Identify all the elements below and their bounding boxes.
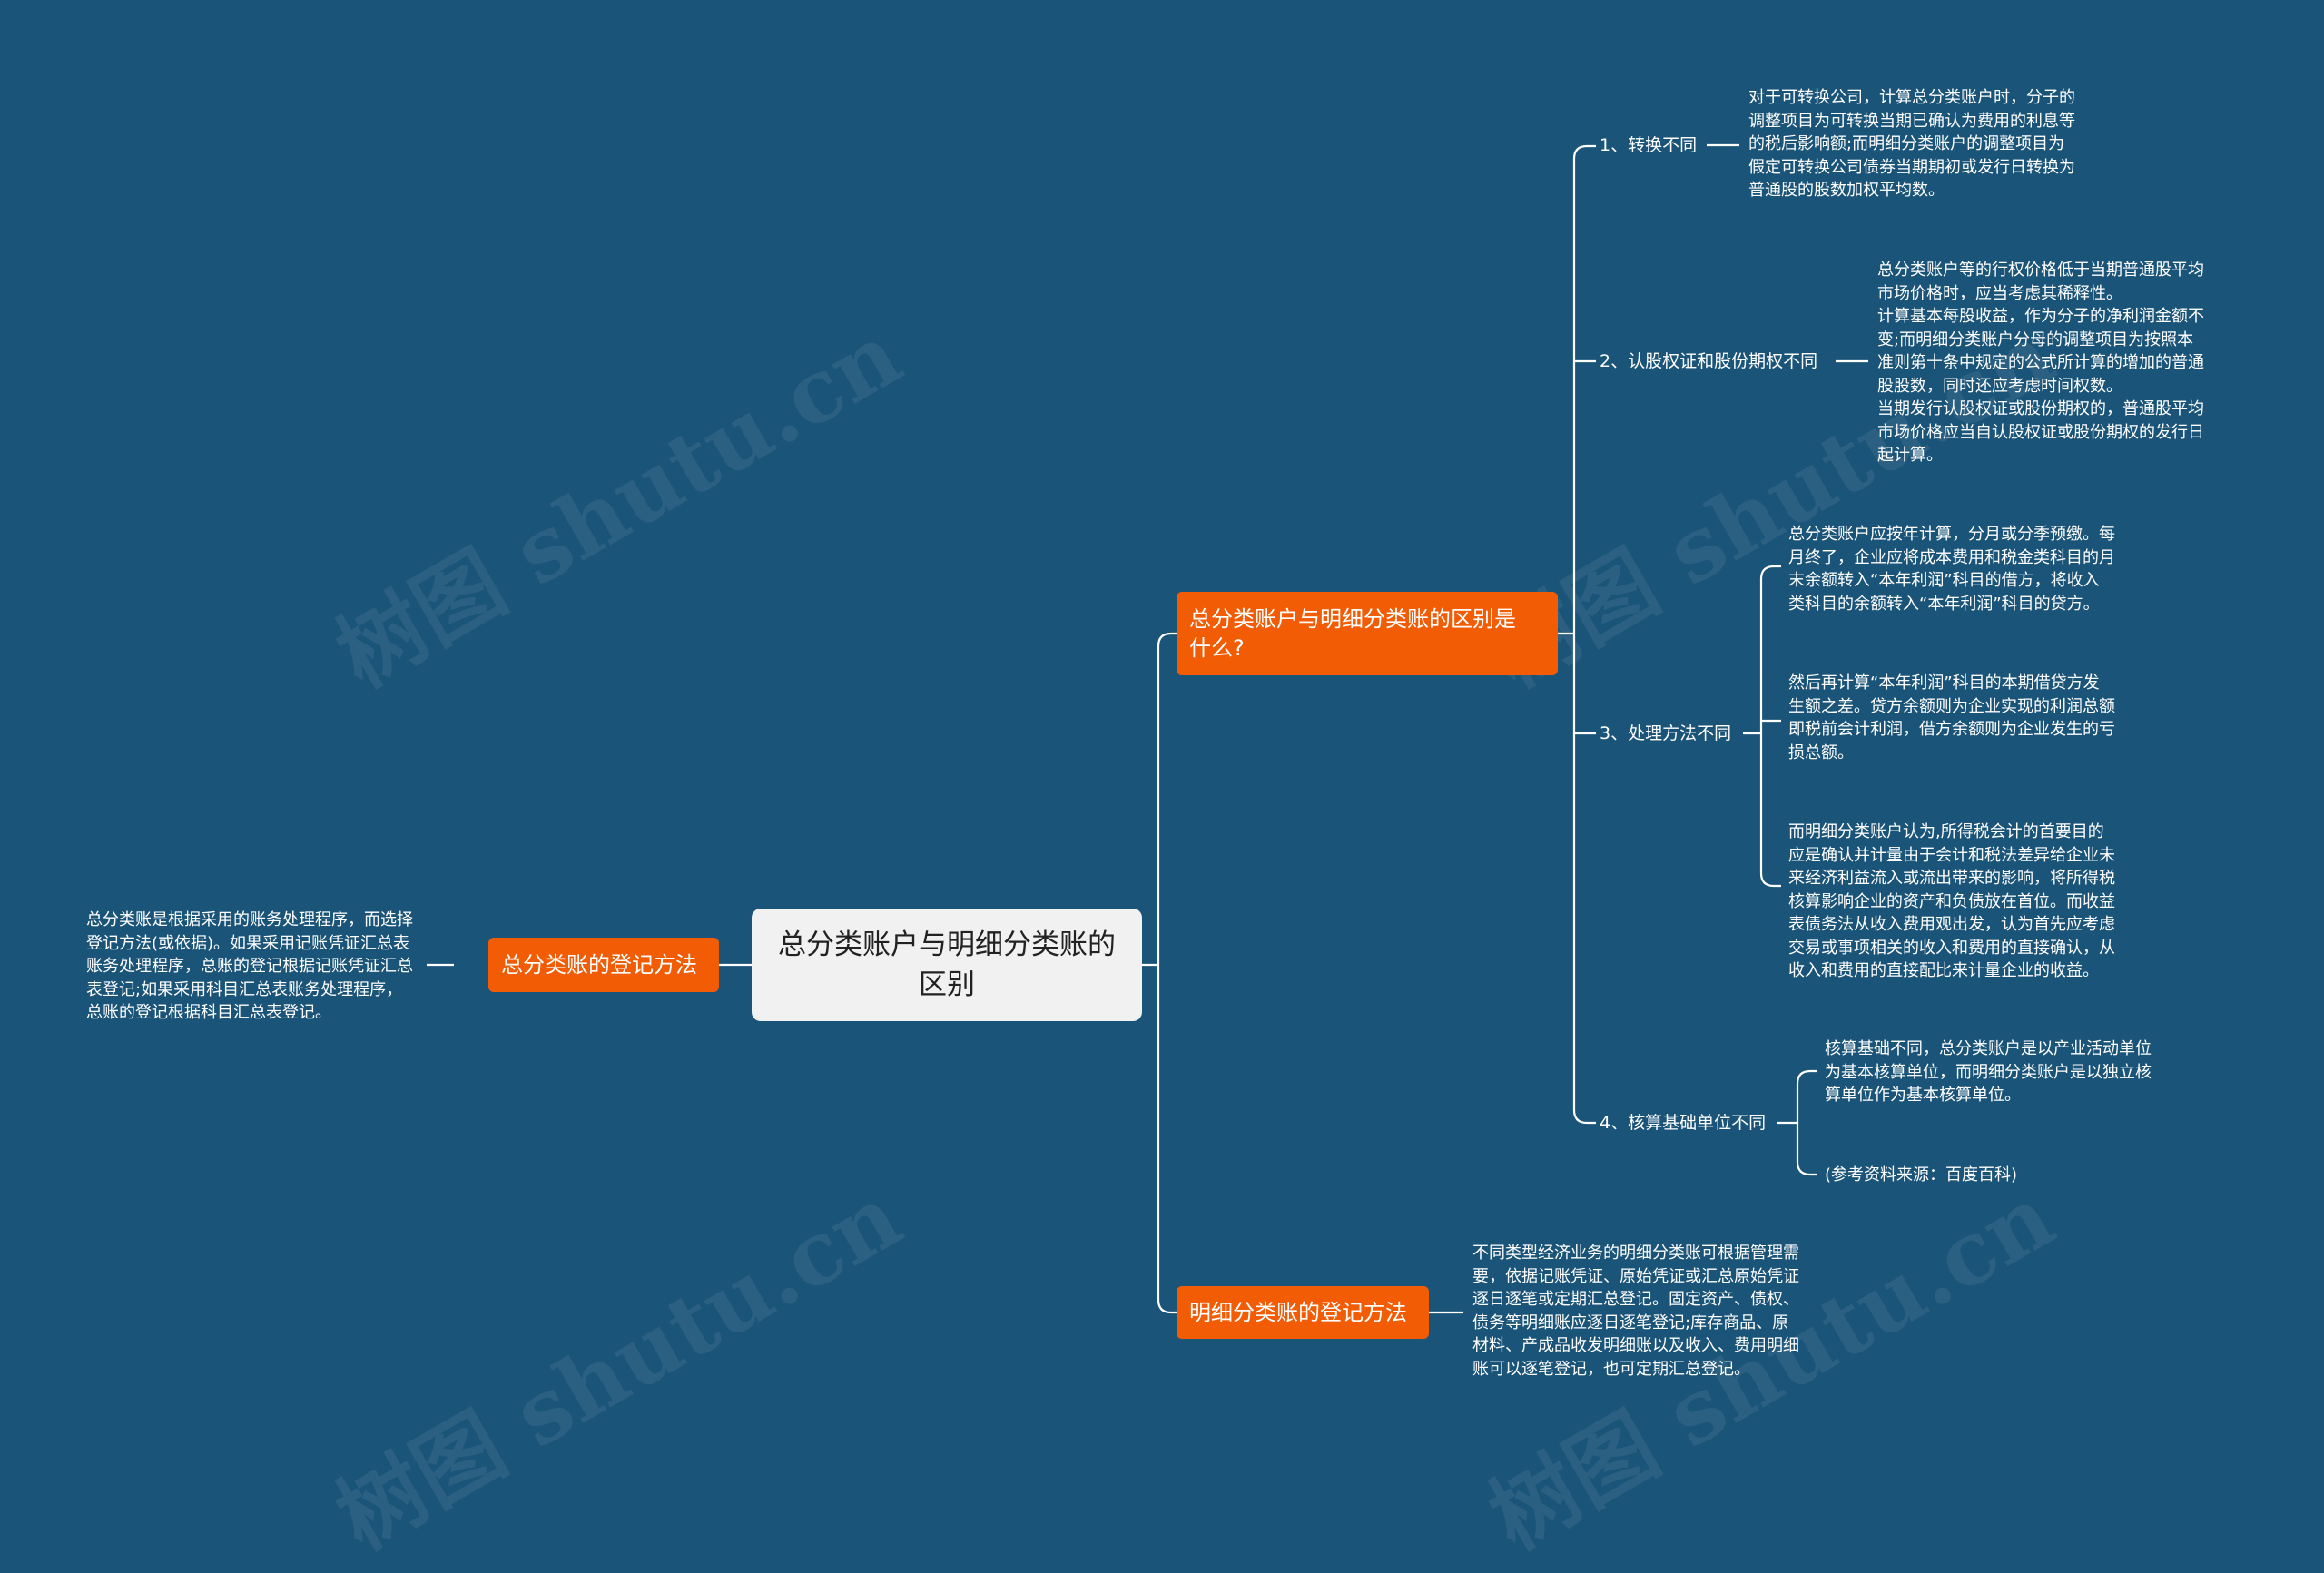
item1-text: 对于可转换公司，计算总分类账户时，分子的 调整项目为可转换当期已确认为费用的利息…: [1748, 88, 2075, 200]
branch-right-2-label: 明细分类账的登记方法: [1189, 1300, 1407, 1325]
item4-text-1: 核算基础不同，总分类账户是以产业活动单位 为基本核算单位，而明细分类账户是以独立…: [1825, 1039, 2152, 1105]
root-title: 总分类账户与明细分类账的区别: [778, 929, 1116, 1001]
item4-label[interactable]: 4、核算基础单位不同: [1600, 1113, 1767, 1133]
branch-right-1-label: 总分类账户与明细分类账的区别是 什么?: [1189, 606, 1516, 661]
root-node[interactable]: 总分类账户与明细分类账的区别: [752, 909, 1142, 1021]
item2-text: 总分类账户等的行权价格低于当期普通股平均 市场价格时，应当考虑其稀释性。 计算基…: [1877, 261, 2204, 465]
branch-right-1[interactable]: 总分类账户与明细分类账的区别是 什么?: [1177, 592, 1558, 675]
item1-label[interactable]: 1、转换不同: [1600, 135, 1698, 155]
item3-text-2: 然后再计算“本年利润”科目的本期借贷方发 生额之差。贷方余额则为企业实现的利润总…: [1788, 673, 2115, 762]
branch-left[interactable]: 总分类账的登记方法: [488, 938, 719, 992]
connector-item3-texts: [1743, 565, 1781, 888]
branch2-text: 不同类型经济业务的明细分类账可根据管理需 要，依据记账凭证、原始凭证或汇总原始凭…: [1472, 1244, 1799, 1379]
connector-branch1-children: [1572, 144, 1596, 1125]
connector-item4-texts: [1777, 1069, 1817, 1176]
item4-text-2: (参考资料来源：百度百科): [1825, 1165, 2018, 1185]
branch-left-label: 总分类账的登记方法: [501, 952, 697, 978]
branch-right-2[interactable]: 明细分类账的登记方法: [1177, 1286, 1429, 1339]
connector-lines: [427, 143, 1868, 1314]
item3-text-1: 总分类账户应按年计算，分月或分季预缴。每 月终了，企业应将成本费用和税金类科目的…: [1788, 525, 2115, 614]
item3-text-3: 而明细分类账户认为,所得税会计的首要目的 应是确认并计量由于会计和税法差异给企业…: [1788, 822, 2115, 980]
left-text: 总分类账是根据采用的账务处理程序，而选择 登记方法(或依据)。如果采用记账凭证汇…: [86, 910, 413, 1022]
item2-label[interactable]: 2、认股权证和股份期权不同: [1600, 351, 1818, 371]
mind-map-canvas: 树图 shutu.cn 树图 shutu.cn 树图 shutu.cn 树图 s…: [86, 88, 2204, 1569]
connector-right-trunk: [1157, 632, 1177, 1314]
item3-label[interactable]: 3、处理方法不同: [1600, 723, 1732, 743]
